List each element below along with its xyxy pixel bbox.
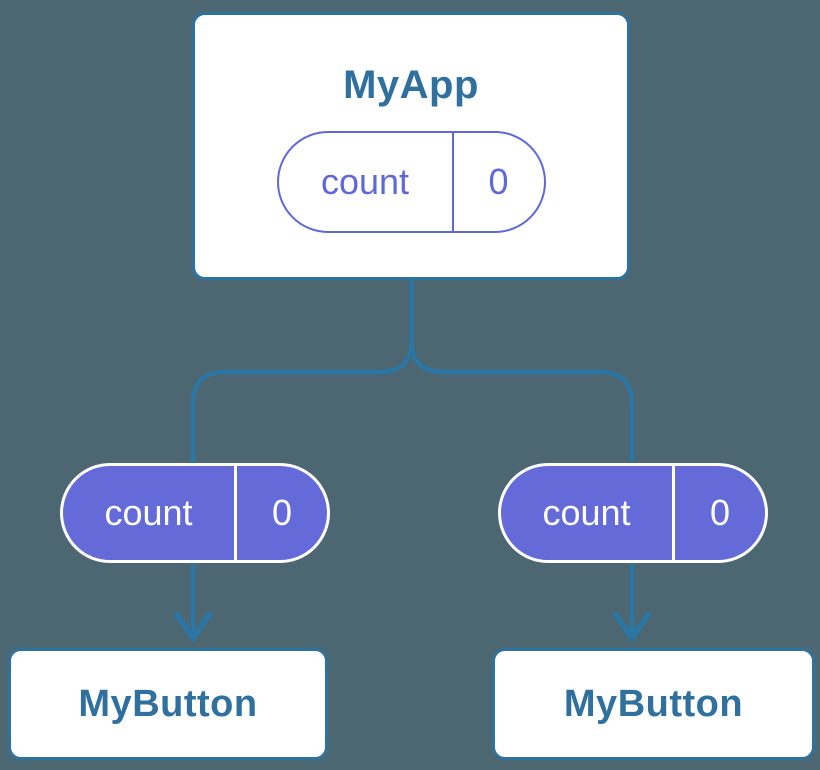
- prop-pill-value: 0: [271, 492, 293, 533]
- prop-pill-right: count 0: [498, 463, 768, 563]
- arrowhead-left-icon: [173, 611, 213, 643]
- state-pill-name: count: [279, 133, 454, 231]
- component-title: MyApp: [343, 63, 479, 107]
- component-card-root: MyApp count 0: [192, 12, 630, 280]
- prop-pill-left: count 0: [60, 463, 330, 563]
- component-title: MyButton: [563, 683, 744, 725]
- component-card-child-left: MyButton: [8, 648, 328, 760]
- state-pill-value: 0: [488, 161, 509, 202]
- connector-branch-left: [190, 340, 414, 468]
- connector-branch-right: [409, 340, 635, 468]
- component-card-child-right: MyButton: [492, 648, 815, 760]
- prop-pill-value: 0: [709, 492, 731, 533]
- prop-pill-name: count: [501, 466, 675, 560]
- arrowhead-right-icon: [612, 611, 652, 643]
- prop-pill-name: count: [63, 466, 237, 560]
- component-title: MyButton: [78, 683, 258, 725]
- state-pill: count 0: [276, 131, 546, 233]
